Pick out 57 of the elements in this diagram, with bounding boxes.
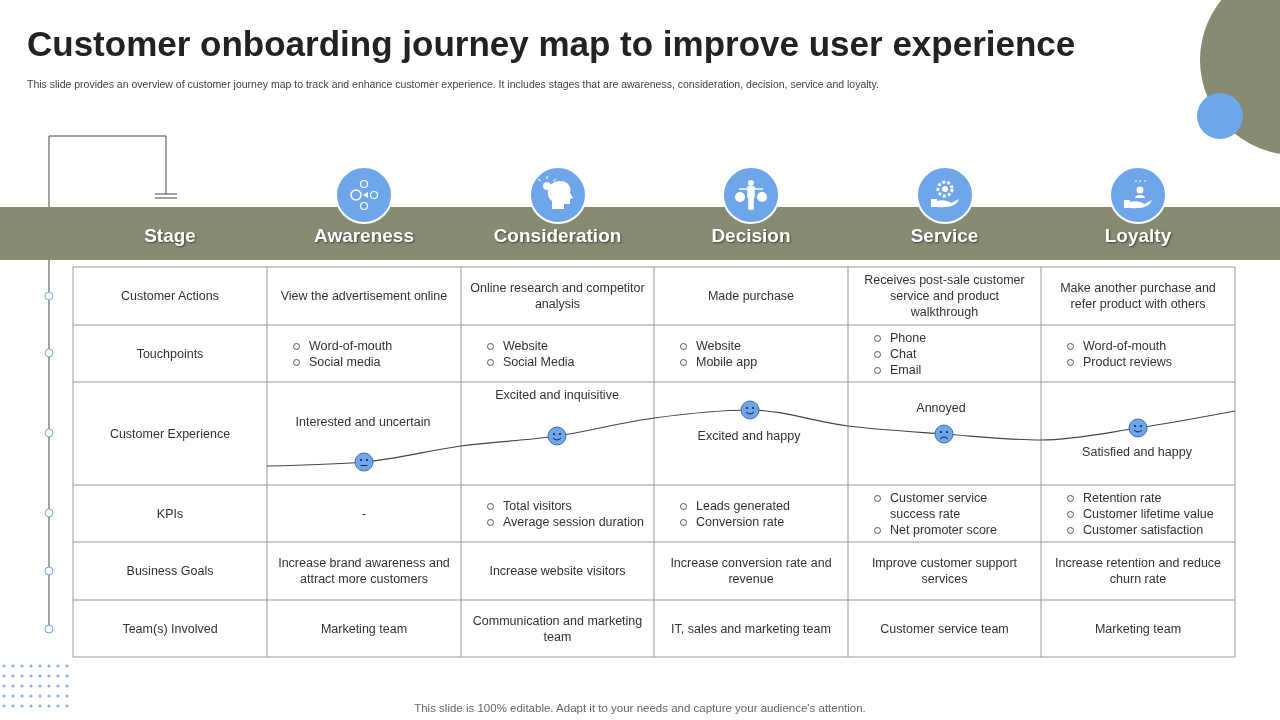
list-item: Email — [872, 361, 922, 378]
table-cell-text: Improve customer support services — [870, 555, 1019, 587]
list-item: Leads generated — [678, 497, 790, 514]
list-item: Social Media — [485, 353, 575, 370]
table-cell-text: Made purchase — [707, 288, 795, 304]
stage-heading: Stage — [143, 225, 197, 247]
list-item: Net promoter score — [872, 521, 997, 538]
list-item: Phone — [872, 329, 927, 346]
row-heading: Customer Actions — [121, 288, 219, 304]
list-item: Mobile app — [678, 353, 758, 370]
table-cell-text: Increase website visitors — [489, 563, 626, 579]
table-cell-text: - — [361, 505, 367, 522]
list-item: Website — [678, 337, 741, 354]
list-item: Retention rate — [1065, 489, 1162, 506]
table-cell-text: Marketing team — [1094, 620, 1182, 637]
table-cell-text: Communication and marketing team — [471, 612, 644, 645]
stage-heading: Service — [909, 225, 980, 247]
table-cell-text: Marketing team — [320, 620, 408, 637]
row-heading: Customer Experience — [109, 425, 231, 442]
title: Customer onboarding journey map to improve user experience — [27, 24, 1076, 64]
list-item: Customer satisfaction — [1065, 521, 1204, 538]
row-heading: Business Goals — [126, 563, 214, 579]
list-item: Customer service success rate — [872, 489, 1033, 522]
table-cell-text: Make another purchase and refer product with others — [1059, 280, 1217, 312]
emotion-label: Excited and happy — [696, 428, 802, 444]
stage-heading: Consideration — [492, 225, 623, 247]
list-item: Social media — [291, 353, 381, 370]
table-cell-text: View the advertisement online — [280, 288, 448, 304]
list-item: Word-of-mouth — [291, 337, 393, 354]
stage-heading: Awareness — [313, 225, 415, 247]
list-item: Website — [485, 337, 548, 354]
table-cell-text: Increase brand awareness and attract more customers — [277, 555, 451, 587]
emotion-label: Satisfied and happy — [1081, 444, 1193, 460]
stage-heading: Decision — [710, 225, 792, 247]
list-item: Customer lifetime value — [1065, 505, 1214, 522]
emotion-label: Excited and inquisitive — [494, 387, 620, 403]
row-heading: Touchpoints — [136, 345, 204, 362]
row-heading: Team(s) Involved — [122, 620, 218, 637]
table-cell-text: Increase conversion rate and revenue — [669, 555, 833, 587]
footer-note: This slide is 100% editable. Adapt it to your needs and capture your audience's attention. — [413, 702, 867, 714]
table-cell-text: Increase retention and reduce churn rate — [1053, 555, 1223, 587]
list-item: Total visitors — [485, 497, 572, 514]
emotion-label: Interested and uncertain — [294, 414, 432, 430]
list-item: Chat — [872, 345, 917, 362]
list-item: Product reviews — [1065, 353, 1172, 370]
table-cell-text: Customer service team — [880, 620, 1009, 637]
list-item: Conversion rate — [678, 513, 785, 530]
row-heading: KPIs — [156, 505, 184, 522]
stage-header-band — [0, 207, 1280, 260]
list-item: Average session duration — [485, 513, 644, 530]
table-cell-text: Receives post-sale customer service and product walkthrough — [863, 272, 1026, 320]
table-cell-text: Online research and competitor analysis — [469, 280, 646, 312]
list-item: Word-of-mouth — [1065, 337, 1167, 354]
stage-heading: Loyalty — [1103, 225, 1173, 247]
emotion-label: Annoyed — [915, 400, 967, 416]
table-cell-text: IT, sales and marketing team — [671, 620, 831, 637]
subtitle: This slide provides an overview of customer journey map to track and enhance customer experience. It includes stages that are awareness, consideration, decision, service and loyalty. — [27, 78, 879, 90]
